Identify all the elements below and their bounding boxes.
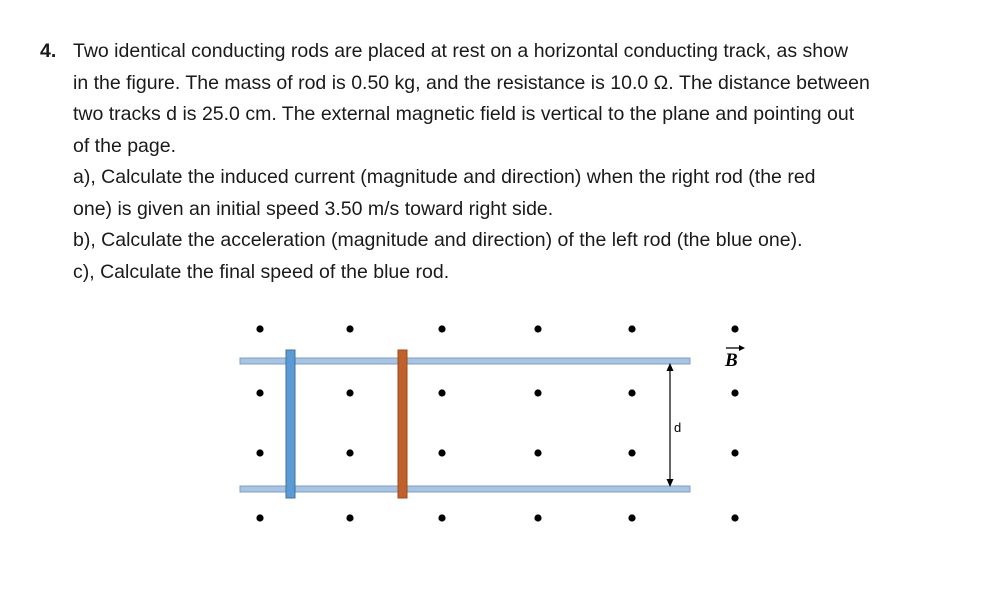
field-dot	[256, 514, 264, 522]
left-rod-blue	[285, 349, 296, 499]
question-c: c), Calculate the final speed of the blu…	[73, 260, 450, 283]
right-rod-red	[397, 349, 408, 499]
field-dots	[256, 325, 739, 522]
field-dot	[628, 449, 636, 457]
field-dot	[628, 325, 636, 333]
top-rail	[239, 357, 691, 365]
question-a: a), Calculate the induced current (magni…	[73, 166, 816, 188]
problem-line: two tracks d is 25.0 cm. The external ma…	[73, 103, 855, 125]
distance-marker	[666, 363, 674, 487]
field-dot	[731, 514, 739, 522]
field-dot	[628, 514, 636, 522]
field-dot	[346, 325, 354, 333]
rail-rod-figure: d B	[210, 305, 770, 545]
field-dot	[534, 325, 542, 333]
field-dot	[438, 514, 446, 522]
field-dot	[256, 449, 264, 457]
field-dot	[256, 389, 264, 397]
field-dot	[628, 389, 636, 397]
field-dot	[346, 389, 354, 397]
field-dot	[731, 325, 739, 333]
problem-4: 4. Two identical conducting rods are pla…	[40, 36, 970, 288]
field-dot	[256, 325, 264, 333]
problem-line: in the figure. The mass of rod is 0.50 k…	[73, 71, 870, 94]
field-dot	[534, 449, 542, 457]
field-dot	[346, 449, 354, 457]
field-dot	[438, 389, 446, 397]
bottom-rail	[239, 485, 691, 493]
question-a-continued: one) is given an initial speed 3.50 m/s …	[73, 197, 554, 220]
question-b: b), Calculate the acceleration (magnitud…	[73, 229, 803, 251]
field-label-group: B	[724, 345, 745, 371]
problem-number: 4.	[40, 40, 57, 62]
field-dot	[731, 449, 739, 457]
field-dot	[346, 514, 354, 522]
field-dot	[534, 514, 542, 522]
distance-label: d	[674, 420, 681, 435]
field-dot	[438, 325, 446, 333]
field-dot	[731, 389, 739, 397]
problem-line: Two identical conducting rods are placed…	[73, 40, 849, 62]
field-dot	[534, 389, 542, 397]
problem-text: Two identical conducting rods are placed…	[73, 36, 970, 288]
problem-line: of the page.	[73, 134, 177, 157]
field-label-B: B	[724, 350, 738, 371]
field-dot	[438, 449, 446, 457]
